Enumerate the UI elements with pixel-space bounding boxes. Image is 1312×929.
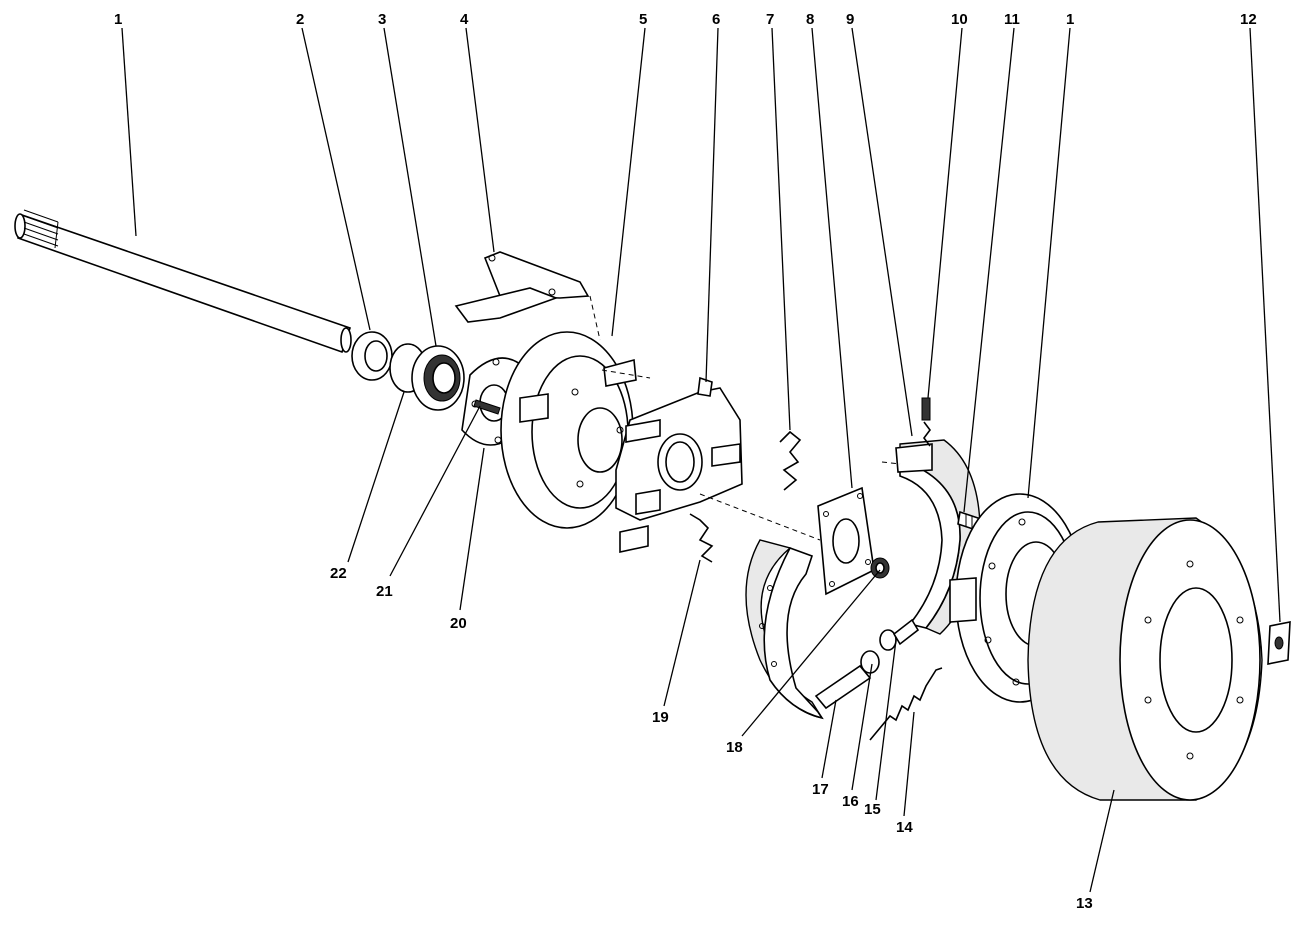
support-plate — [615, 376, 821, 553]
washer — [1267, 621, 1291, 665]
callout-21: 21 — [376, 583, 393, 600]
brake-drum — [1027, 517, 1263, 801]
clip — [921, 397, 931, 447]
callout-13: 13 — [1076, 895, 1093, 912]
callout-9: 9 — [846, 11, 854, 28]
backing-plate — [500, 331, 651, 529]
adjuster-spring — [869, 667, 943, 741]
callout-19: 19 — [652, 709, 669, 726]
callout-7: 7 — [766, 11, 774, 28]
seal — [351, 331, 393, 381]
callout-1-top-left: 1 — [114, 11, 122, 28]
return-spring — [779, 430, 802, 491]
callout-15: 15 — [864, 801, 881, 818]
callout-6: 6 — [712, 11, 720, 28]
hold-spring — [689, 513, 714, 563]
leader-lines — [121, 27, 1281, 893]
callout-17: 17 — [812, 781, 829, 798]
callout-10: 10 — [951, 11, 968, 28]
callout-14: 14 — [896, 819, 913, 836]
gasket — [817, 486, 875, 596]
callout-2: 2 — [296, 11, 304, 28]
callout-16: 16 — [842, 793, 859, 810]
callout-labels: 1 2 3 4 5 6 7 8 9 10 11 1 12 13 14 15 16… — [114, 11, 1257, 912]
callout-22: 22 — [330, 565, 347, 582]
callout-4: 4 — [460, 11, 469, 28]
callout-1-top-right: 1 — [1066, 11, 1074, 28]
callout-8: 8 — [806, 11, 814, 28]
stud — [473, 399, 501, 415]
callout-12: 12 — [1240, 11, 1257, 28]
callout-5: 5 — [639, 11, 647, 28]
callout-3: 3 — [378, 11, 386, 28]
callout-20: 20 — [450, 615, 467, 632]
callout-18: 18 — [726, 739, 743, 756]
bearing — [389, 343, 465, 411]
brake-shoe-lower — [745, 539, 824, 720]
lever — [454, 251, 601, 341]
axle-shaft — [14, 209, 352, 354]
callout-11: 11 — [1004, 11, 1020, 28]
nut — [870, 557, 890, 579]
